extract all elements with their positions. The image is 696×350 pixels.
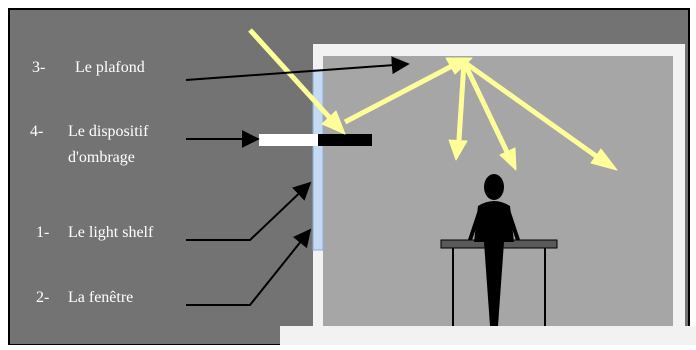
label-shading-number: 4- [30, 123, 44, 140]
label-ceiling: Le plafond [75, 59, 145, 76]
label-window-number: 2- [36, 289, 50, 306]
person-figure [468, 174, 520, 326]
light-shelf [318, 134, 372, 146]
label-ceiling-number: 3- [32, 59, 46, 76]
label-light-shelf: Le light shelf [68, 224, 154, 241]
label-light-shelf-number: 1- [36, 224, 50, 241]
label-shading-line2: d'ombrage [68, 149, 135, 166]
arrow-light-shelf [186, 181, 312, 241]
window-glass [312, 69, 324, 251]
sun-rays [248, 28, 618, 171]
leader-arrows [185, 56, 410, 306]
shading-device [259, 134, 319, 146]
arrow-window [186, 228, 312, 306]
label-shading-line1: Le dispositif [68, 123, 149, 140]
floor-band [280, 326, 696, 345]
arrow-ceiling [185, 56, 410, 81]
label-window: La fenêtre [68, 289, 134, 306]
